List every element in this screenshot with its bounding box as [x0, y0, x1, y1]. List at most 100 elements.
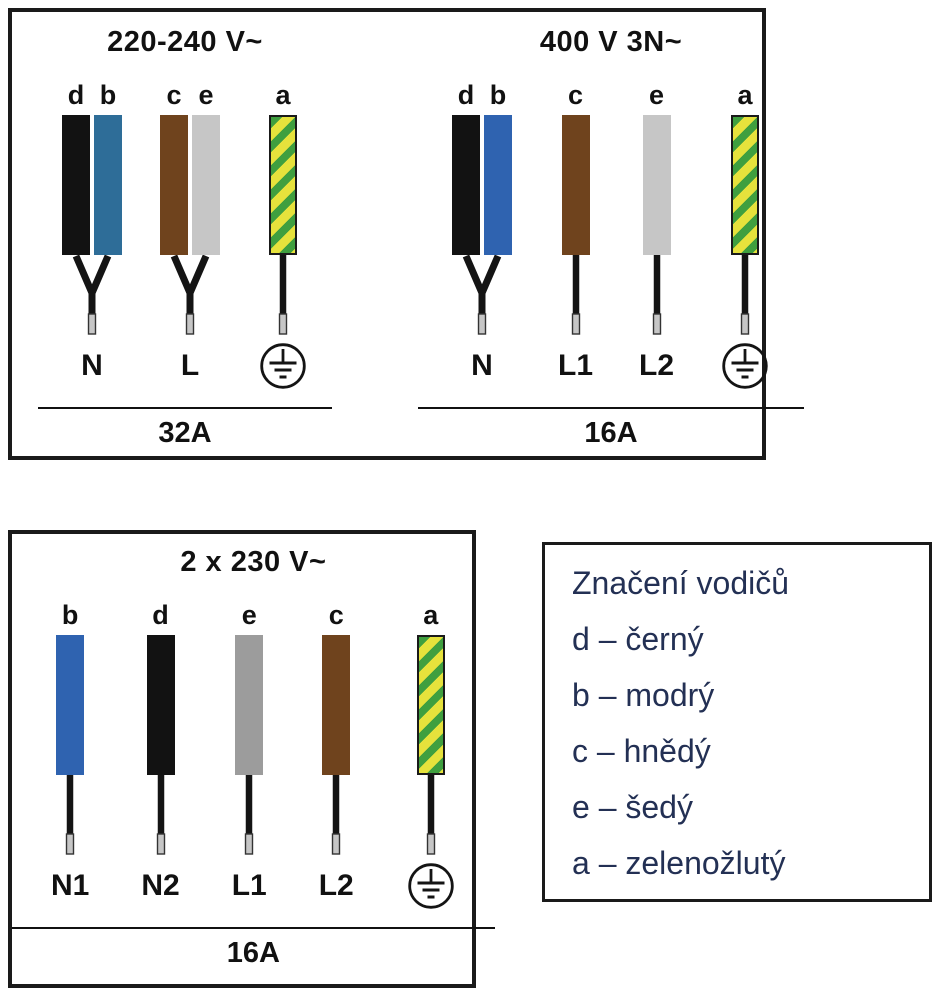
wire-lead: [652, 255, 661, 335]
wire-letter: b: [489, 80, 507, 110]
wire-letter: c: [567, 80, 584, 110]
amp-rule: [38, 407, 332, 409]
wire-letter: b: [99, 80, 117, 110]
wire-strands: [146, 635, 175, 775]
wire-lead-wrap: [269, 255, 297, 335]
wire-strand-d: [146, 635, 175, 775]
wire-strand-a: [416, 635, 445, 775]
wire-lead: [156, 775, 165, 855]
wire-strand-b: [484, 115, 512, 255]
wire-lead: [245, 775, 254, 855]
wire-lead-wrap: [62, 254, 122, 335]
wire-letters: c: [322, 595, 350, 631]
wire-lead-wrap: [235, 775, 263, 855]
wire-strands: [62, 115, 122, 255]
wire-strands: [160, 115, 220, 255]
wire-lead-wrap: [643, 255, 671, 335]
wire-letter: d: [67, 80, 85, 110]
wire-lead: [571, 255, 580, 335]
wire-letter: d: [457, 80, 475, 110]
wire-group: a: [258, 75, 308, 395]
legend-item: a – zelenožlutý: [572, 845, 786, 881]
amp-rule: [418, 407, 805, 409]
wire-strands: [269, 115, 297, 255]
wire-lead: [278, 255, 288, 335]
wire-strand-d: [62, 115, 90, 255]
wire-lead-wrap: [731, 255, 759, 335]
wire-lead-wrap: [160, 254, 220, 335]
wire-strand-b: [94, 115, 122, 255]
wire-strands: [416, 635, 445, 775]
wire-letter: b: [61, 600, 79, 630]
wire-lead-wrap: [147, 775, 175, 855]
wire-letter: c: [166, 80, 182, 110]
amp-rating-label: 16A: [584, 417, 638, 449]
wire-strands: [322, 635, 351, 775]
earth-ground-icon: [260, 343, 306, 389]
wire-strands: [235, 635, 264, 775]
wire-strand-d: [452, 115, 480, 255]
wire-lead: [65, 775, 75, 855]
wire-letters: a: [731, 75, 759, 111]
wire-group: a: [720, 75, 770, 395]
terminal-label: L: [180, 349, 200, 382]
wire-letters: d: [147, 595, 175, 631]
wire-strand-e: [192, 115, 220, 255]
wire-lead-wrap: [452, 254, 512, 335]
wire-lead-wrap: [322, 775, 350, 855]
earth-ground-icon: [722, 343, 768, 389]
wire-strand-a: [731, 115, 760, 255]
wire-letters: a: [269, 75, 297, 111]
wire-letter: e: [241, 600, 257, 630]
wire-letters: c: [562, 75, 590, 111]
diagram-title: 220-240 V~: [107, 26, 263, 58]
terminal-label: N: [81, 349, 103, 382]
amp-rating-label: 32A: [158, 417, 212, 449]
wire-lead-joined: [170, 254, 210, 335]
wire-strand-c: [561, 115, 590, 255]
wire-letters: b: [56, 595, 84, 631]
amp-rating-label: 16A: [226, 937, 280, 969]
wire-lead: [740, 255, 750, 335]
wire-strands: [642, 115, 671, 255]
terminal-ground: [406, 857, 456, 915]
wire-group: a: [406, 595, 456, 915]
wire-letter: e: [649, 80, 665, 110]
legend-title: Značení vodičů: [572, 565, 790, 601]
terminal-label: L2: [318, 869, 354, 902]
diagram-title: 2 x 230 V~: [180, 546, 327, 578]
wire-lead-wrap: [562, 255, 590, 335]
legend-item: e – šedý: [572, 789, 693, 825]
terminal-label: N1: [51, 869, 90, 902]
wire-letters: a: [417, 595, 445, 631]
wire-lead: [332, 775, 341, 855]
wire-letters: e: [235, 595, 263, 631]
wire-strand-c: [322, 635, 351, 775]
wire-strands: [452, 115, 512, 255]
wire-letter: a: [275, 80, 291, 110]
wire-strand-c: [160, 115, 188, 255]
wire-letter: e: [198, 80, 214, 110]
terminal-ground: [720, 337, 770, 395]
wire-strands: [56, 635, 85, 775]
wire-letter: a: [423, 600, 439, 630]
terminal-label: L2: [639, 349, 675, 382]
wire-letter: d: [152, 600, 169, 630]
wire-strand-e: [642, 115, 671, 255]
wire-letter: a: [737, 80, 753, 110]
